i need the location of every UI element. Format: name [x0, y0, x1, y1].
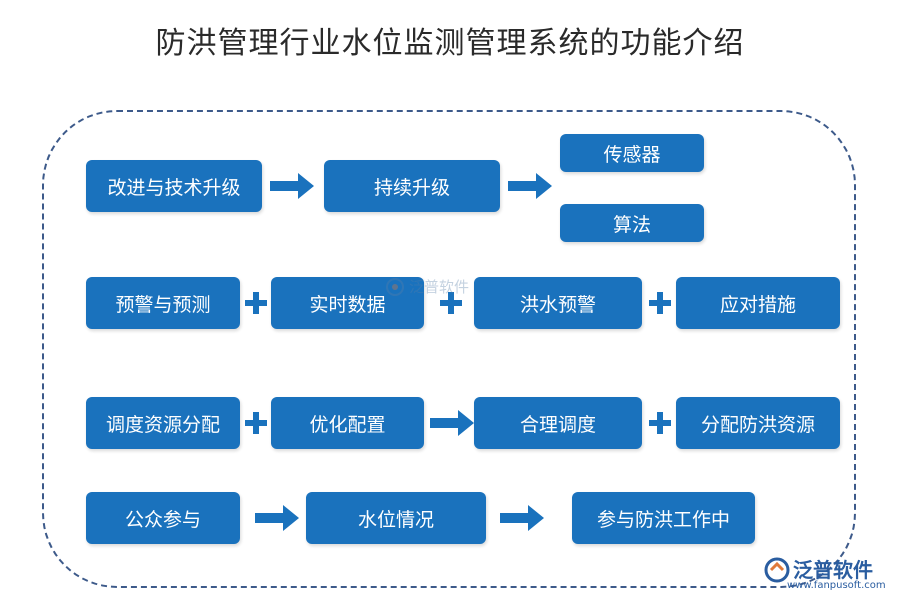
box-sensor: 传感器: [560, 134, 704, 172]
plus-icon: [440, 292, 462, 314]
plus-icon: [649, 412, 671, 434]
arrow-right-icon: [270, 173, 314, 199]
watermark-center: 泛普软件: [385, 276, 469, 297]
logo-icon: [386, 277, 404, 296]
box-public-participation: 公众参与: [86, 492, 240, 544]
box-water-level-status: 水位情况: [306, 492, 486, 544]
arrow-right-icon: [500, 505, 544, 531]
box-algorithm: 算法: [560, 204, 704, 242]
plus-icon: [649, 292, 671, 314]
page-title: 防洪管理行业水位监测管理系统的功能介绍: [155, 26, 745, 61]
box-realtime-data: 实时数据: [271, 277, 424, 329]
watermark-logo: 泛普软件 www.fanpusoft.com: [763, 554, 888, 594]
plus-icon: [245, 292, 267, 314]
box-warning-forecast: 预警与预测: [86, 277, 240, 329]
box-resource-allocation: 调度资源分配: [86, 397, 240, 449]
box-response-measures: 应对措施: [676, 277, 840, 329]
box-improvement-upgrade: 改进与技术升级: [86, 160, 262, 212]
box-join-flood-work: 参与防洪工作中: [572, 492, 755, 544]
arrow-right-icon: [255, 505, 299, 531]
plus-icon: [245, 412, 267, 434]
watermark-brand: 泛普软件: [793, 558, 873, 582]
box-optimize-config: 优化配置: [271, 397, 424, 449]
box-flood-resources: 分配防洪资源: [676, 397, 840, 449]
arrow-right-icon: [508, 173, 552, 199]
watermark-url: www.fanpusoft.com: [787, 580, 886, 591]
box-continuous-upgrade: 持续升级: [324, 160, 500, 212]
dashed-frame: [42, 110, 856, 588]
watermark-center-text: 泛普软件: [409, 278, 470, 296]
logo-icon: [764, 557, 790, 583]
arrow-right-icon: [430, 410, 474, 436]
box-flood-warning: 洪水预警: [474, 277, 642, 329]
box-reasonable-dispatch: 合理调度: [474, 397, 642, 449]
